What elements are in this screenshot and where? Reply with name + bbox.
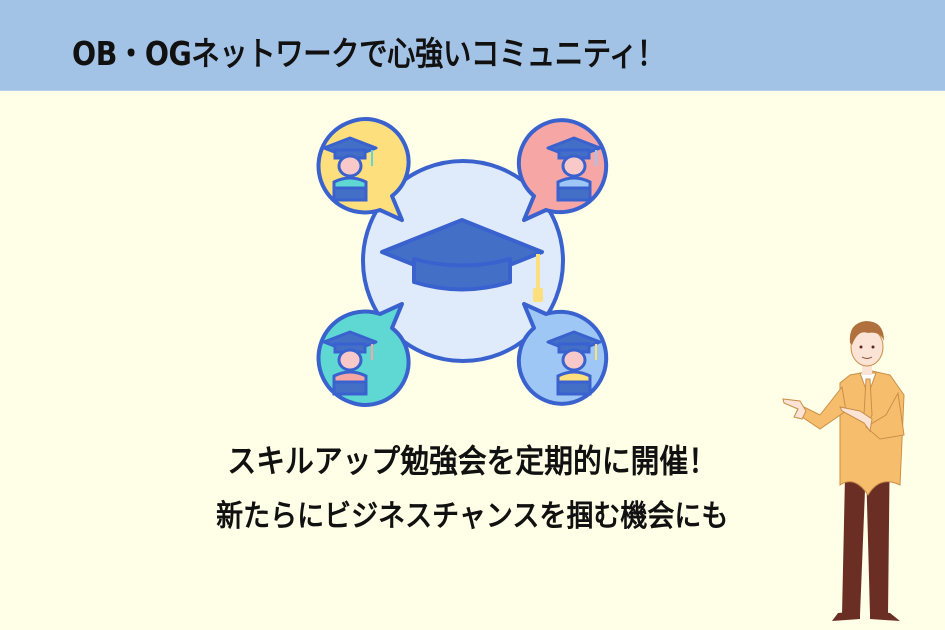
bubble-top-right [516, 118, 609, 222]
page-title: OB・OGネットワークで心強いコミュニティ！ [72, 34, 665, 73]
bubble-top-left [316, 117, 411, 222]
hands [782, 398, 873, 433]
caption-study-sessions: スキルアップ勉強会を定期的に開催！ [227, 442, 718, 480]
jacket [795, 370, 905, 496]
caption-business-chances: 新たらにビジネスチャンスを掴む機会にも [216, 499, 729, 534]
graduation-network-illustration [316, 117, 609, 407]
head [849, 321, 884, 375]
title-banner: OB・OGネットワークで心強いコミュニティ！ [0, 0, 945, 91]
graduate-person-icon [546, 136, 602, 202]
businessman-pointing-illustration [782, 321, 905, 621]
bubble-bottom-left [316, 302, 411, 407]
graduate-person-icon [322, 330, 378, 396]
graduate-person-icon [322, 136, 378, 202]
graduate-person-icon [546, 330, 602, 396]
graduation-cap-icon [380, 218, 544, 302]
bubble-bottom-right [516, 302, 609, 406]
